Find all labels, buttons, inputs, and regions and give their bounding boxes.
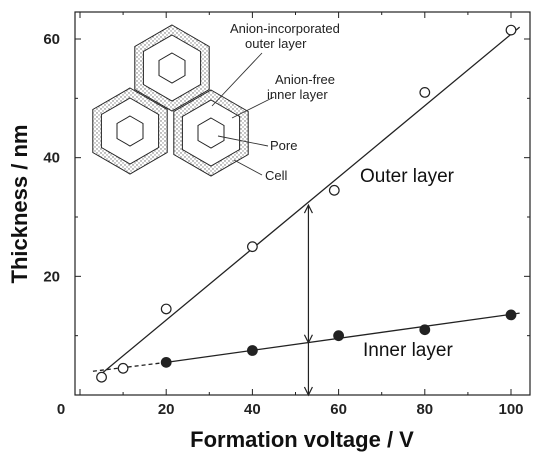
data-point-inner [160,356,172,368]
x-tick-label: 80 [416,401,433,418]
x-axis-title: Formation voltage / V [190,427,414,452]
x-tick-label: 20 [158,401,175,418]
thickness-arrow-head-top [303,203,313,214]
annotation [303,203,313,397]
data-point-outer [117,362,129,374]
y-tick-label: 20 [43,268,60,285]
leader-lines [211,52,275,176]
label-inner-layer-1: Anion-free [275,72,335,87]
tick-labels: 0 20 40 60 80 100 20 40 60 [43,31,523,418]
thickness-arrow-head-inner [303,334,313,345]
data-point-inner [505,309,517,321]
thickness-arrow-head-bottom [303,386,313,397]
label-inner-layer-2: inner layer [267,87,328,102]
x-tick-label: 0 [57,401,65,418]
data-point-inner [246,345,258,356]
series-label-outer: Outer layer [360,166,455,187]
data-point-outer [246,241,258,253]
label-outer-layer-1: Anion-incorporated [230,21,340,36]
label-cell: Cell [265,168,288,183]
pore-cell-diagram: Anion-incorporated outer layer Anion-fre… [92,21,340,183]
data-points [96,24,517,383]
axis-ticks [75,12,530,396]
fit-line-inner-extrapolated [92,361,167,372]
data-point-outer [160,303,172,315]
data-point-inner [333,330,345,342]
hexagonal-cells [92,24,249,177]
data-point-inner [419,324,431,336]
y-tick-label: 60 [43,31,60,48]
data-point-outer [505,24,517,36]
fit-line-outer [96,26,521,378]
cell-pore [116,115,144,147]
cell-pore [197,117,225,149]
x-tick-label: 40 [244,401,261,418]
y-tick-label: 40 [43,150,60,167]
plot-frame [74,11,531,396]
x-tick-label: 100 [498,401,523,418]
y-axis-title: Thickness / nm [7,125,32,284]
label-outer-layer-2: outer layer [245,36,307,51]
data-point-outer [328,184,340,196]
data-point-outer [96,371,107,383]
cell-pore [158,52,186,84]
series-label-inner: Inner layer [363,340,453,361]
data-point-outer [419,86,431,98]
x-tick-label: 60 [330,401,347,418]
label-pore: Pore [270,138,297,153]
